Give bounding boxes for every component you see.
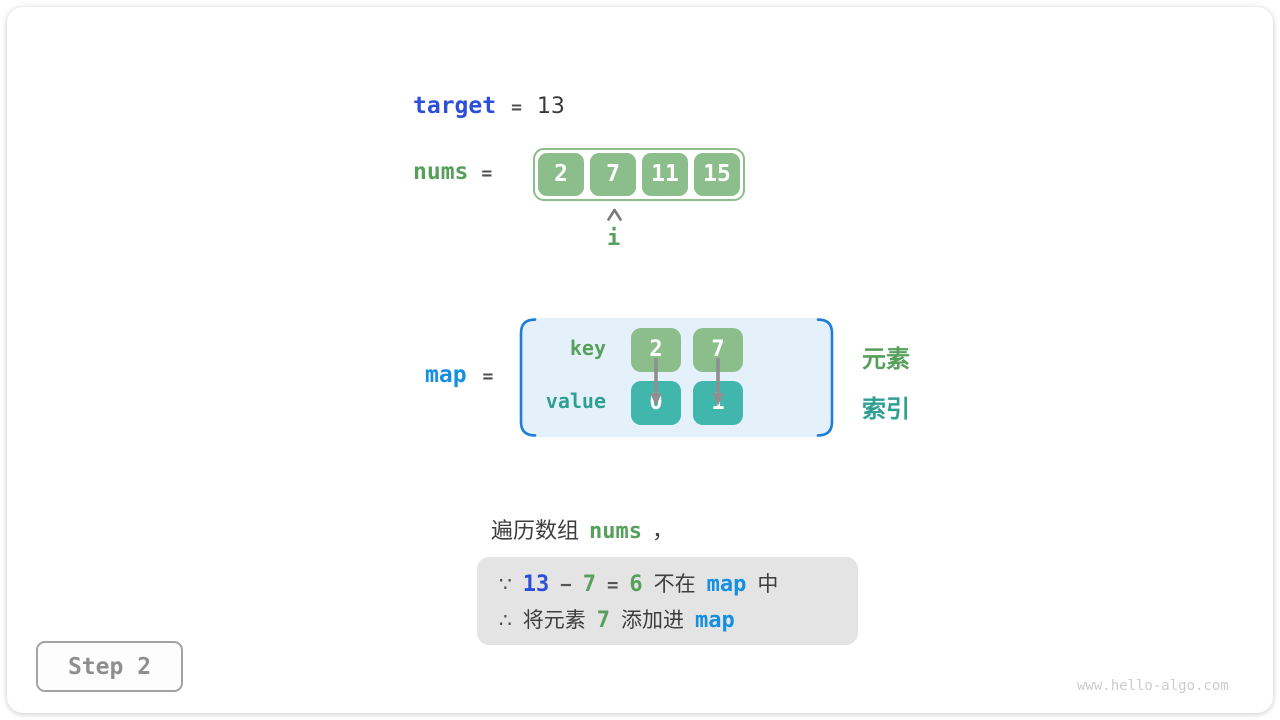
- nums-label-row: nums =: [413, 159, 492, 185]
- map-keyword: map: [694, 608, 735, 633]
- minus-sign: −: [560, 574, 572, 596]
- map-box: key value 2 0 7 1: [519, 318, 834, 437]
- array-cell: 2: [538, 153, 584, 196]
- map-key-label: key: [569, 336, 606, 360]
- because-symbol: ∵: [499, 572, 512, 596]
- left-bracket-icon: [519, 318, 537, 437]
- note-text: 中: [757, 572, 779, 596]
- caret-up-icon: [606, 206, 623, 225]
- caption: 遍历数组 nums ，: [491, 513, 674, 545]
- nums-array: 2 7 11 15: [533, 148, 745, 201]
- map-entry: 2 0: [631, 328, 681, 425]
- step-badge: Step 2: [36, 641, 183, 692]
- index-side-label: 索引: [862, 395, 910, 423]
- note-line-1: ∵ 13 − 7 = 6 不在 map 中: [499, 568, 836, 598]
- down-arrow-icon: [650, 358, 662, 406]
- map-value-label: value: [545, 389, 606, 413]
- nums-keyword: nums: [413, 159, 469, 185]
- subtrahend-value: 7: [582, 572, 596, 597]
- caption-text-before: 遍历数组: [491, 519, 580, 544]
- caption-text-after: ，: [652, 519, 675, 544]
- map-entry: 7 1: [693, 328, 743, 425]
- equals-sign: =: [481, 163, 493, 184]
- array-cell: 15: [694, 153, 740, 196]
- difference-value: 6: [629, 572, 643, 597]
- note-text: 将元素: [522, 608, 586, 632]
- right-bracket-icon: [816, 318, 834, 437]
- note-box: ∵ 13 − 7 = 6 不在 map 中 ∴ 将元素 7 添加进 map: [477, 557, 858, 645]
- map-label-row: map =: [425, 362, 493, 388]
- element-value: 7: [596, 608, 610, 633]
- index-pointer-label: i: [607, 226, 621, 251]
- map-keyword: map: [706, 572, 747, 597]
- array-cell: 7: [590, 153, 636, 196]
- note-line-2: ∴ 将元素 7 添加进 map: [499, 604, 836, 634]
- equals-sign: =: [606, 574, 619, 596]
- minuend-value: 13: [522, 572, 550, 597]
- watermark: www.hello-algo.com: [1077, 678, 1229, 694]
- note-text: 添加进: [620, 608, 684, 632]
- target-row: target = 13: [413, 93, 565, 119]
- nums-keyword: nums: [589, 519, 642, 544]
- equals-sign: =: [482, 366, 494, 387]
- note-text: 不在: [653, 572, 696, 596]
- equals-sign: =: [511, 97, 522, 118]
- target-value: 13: [536, 94, 565, 119]
- map-keyword: map: [425, 362, 467, 388]
- therefore-symbol: ∴: [499, 608, 512, 632]
- array-cell: 11: [642, 153, 688, 196]
- element-side-label: 元素: [862, 345, 910, 373]
- down-arrow-icon: [712, 358, 724, 406]
- target-keyword: target: [413, 93, 497, 119]
